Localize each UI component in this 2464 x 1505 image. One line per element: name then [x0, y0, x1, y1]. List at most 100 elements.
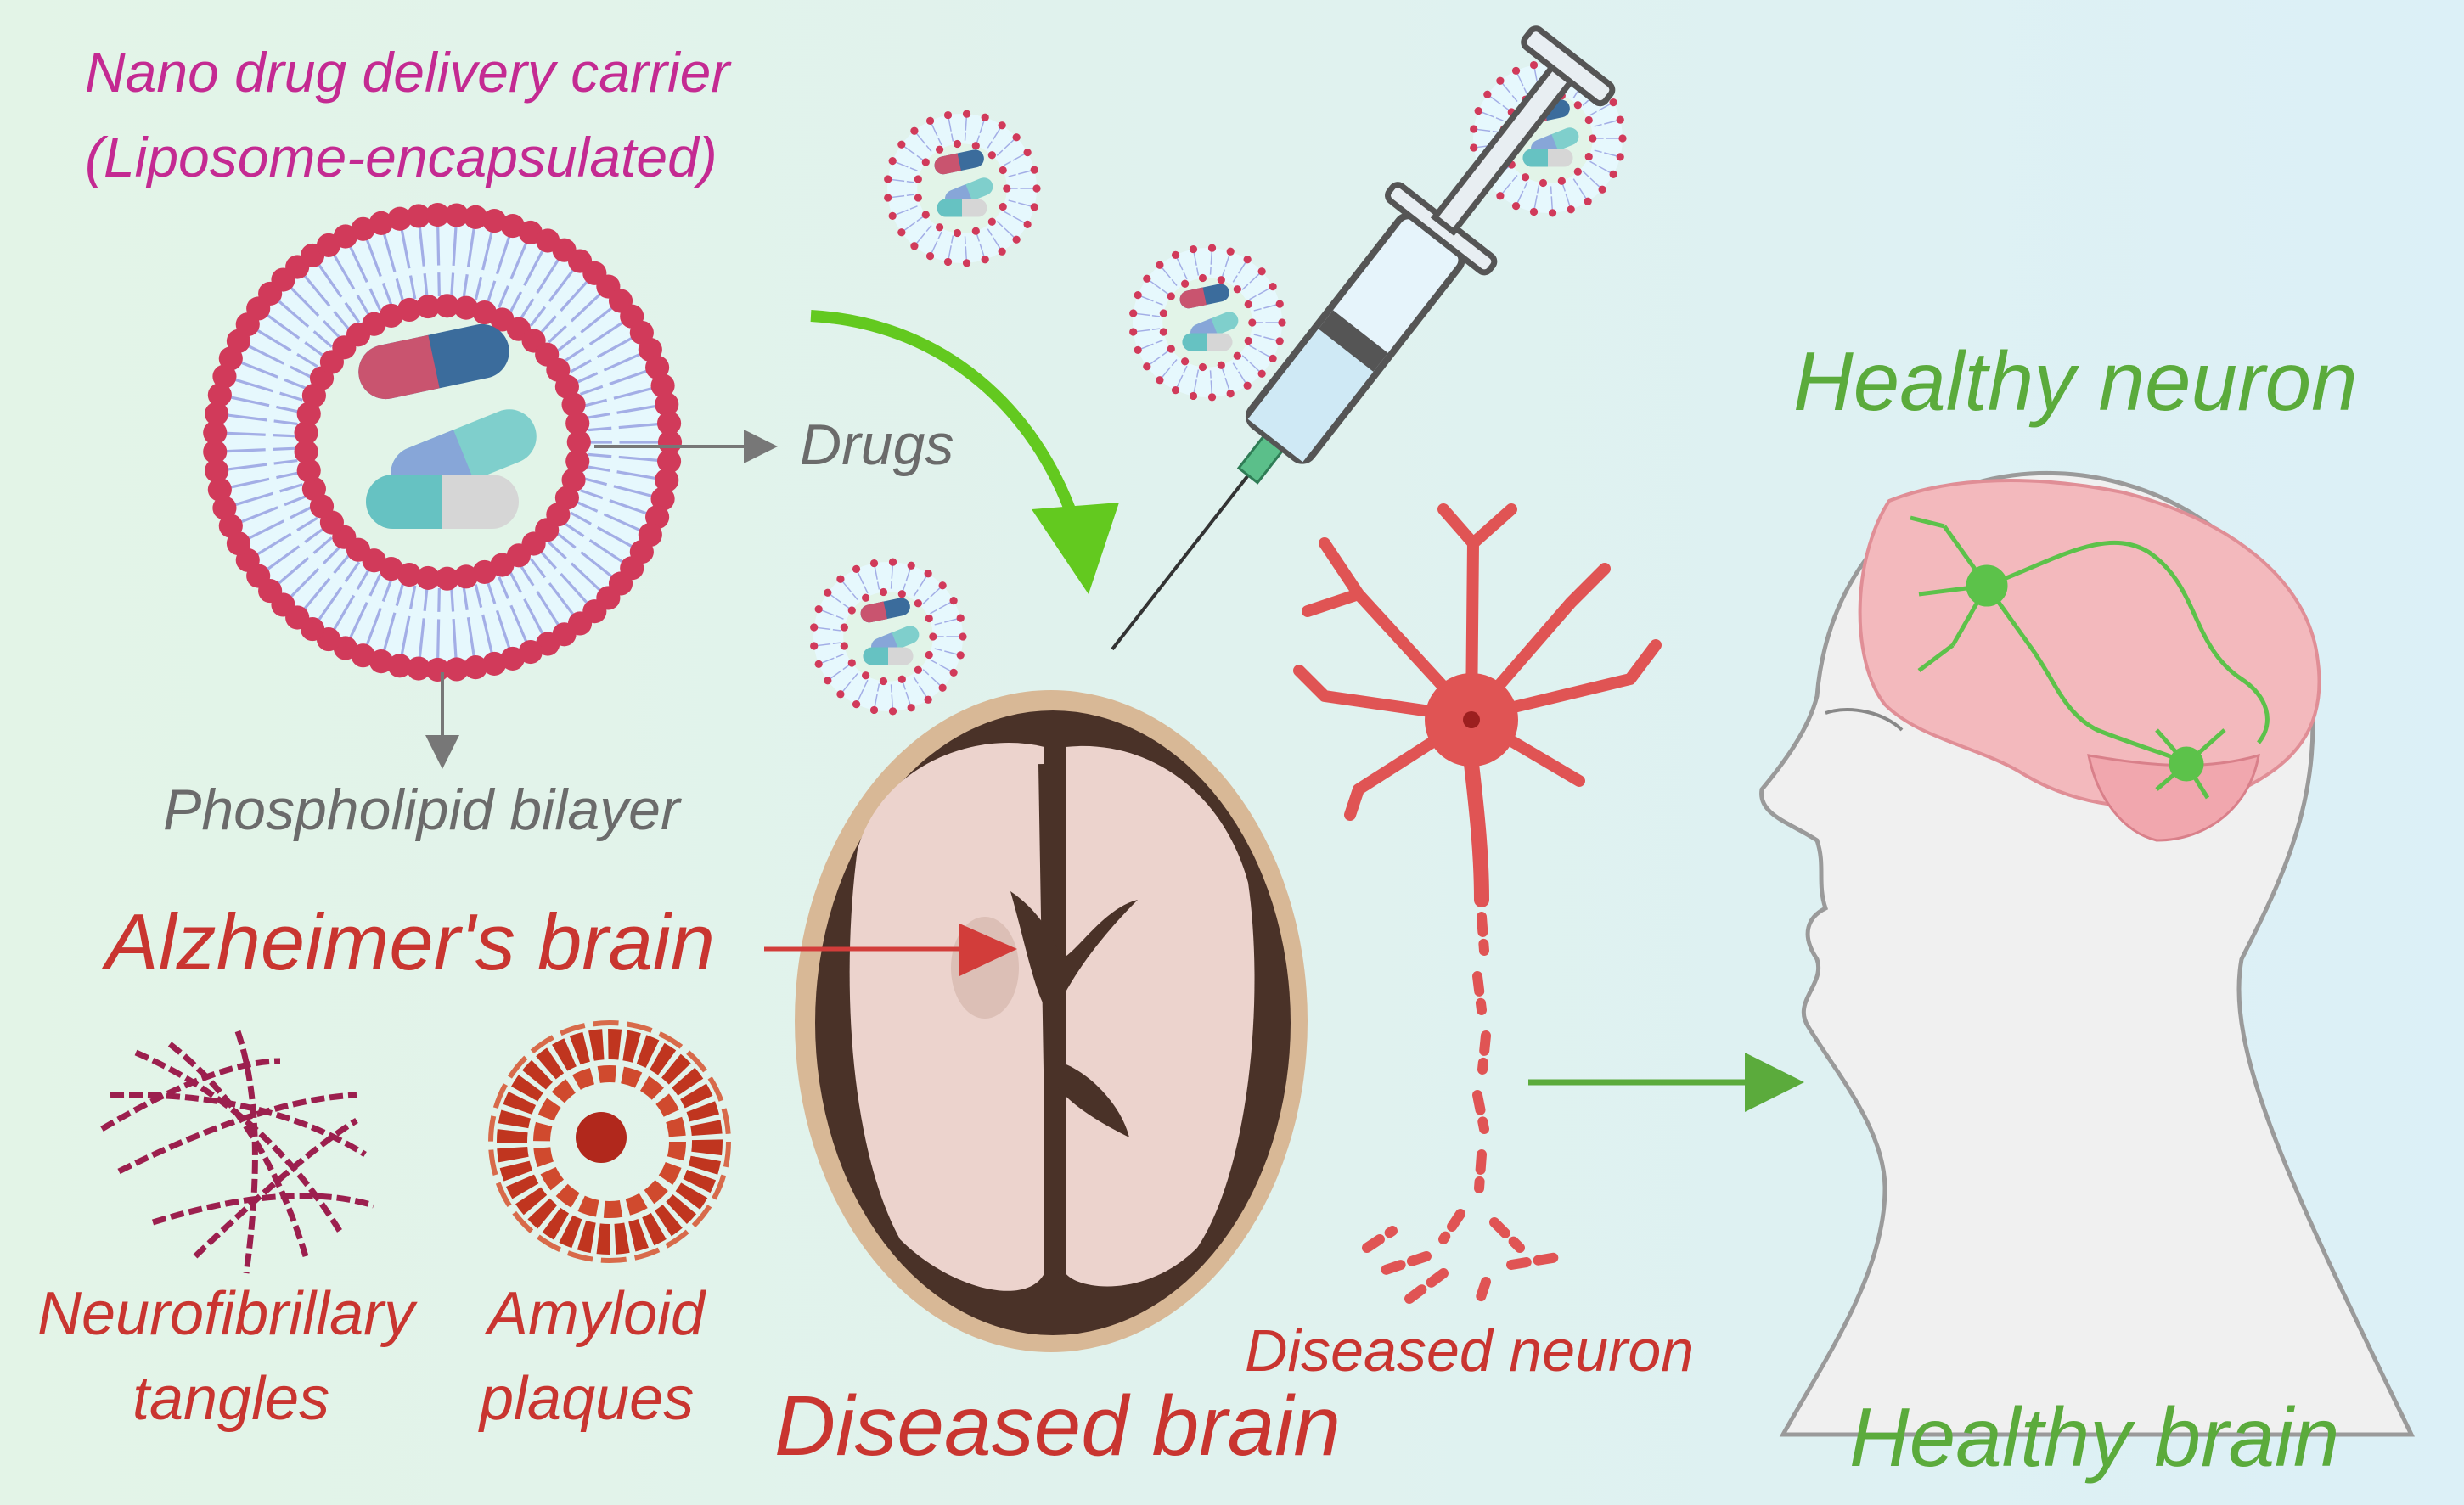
lipid-head	[921, 158, 930, 166]
lipid-head	[962, 259, 971, 267]
lipid-head	[655, 468, 679, 492]
tangle-fiber	[167, 1042, 309, 1258]
lipid-head	[897, 140, 906, 149]
diseased-brain-illustration	[795, 690, 1308, 1352]
lipid-head	[1156, 376, 1164, 385]
lipid-head	[1618, 134, 1627, 143]
lipid-head	[1244, 336, 1252, 345]
lipid-head	[949, 596, 958, 605]
lipid-head	[1539, 178, 1548, 188]
lipid-head	[935, 223, 944, 232]
lipid-head	[1521, 173, 1530, 182]
lipid-head	[207, 477, 232, 502]
healthy-head-illustration	[1759, 470, 2415, 1437]
lipid-head	[1243, 256, 1252, 264]
lipid-head	[1474, 106, 1482, 115]
lipid-head	[1189, 391, 1198, 401]
lipid-head	[406, 656, 431, 681]
lipid-head	[1573, 101, 1582, 110]
lipid-head	[914, 599, 922, 608]
lipid-head	[1589, 134, 1597, 143]
curved-green-arrow	[810, 310, 1119, 594]
lipid-head	[897, 228, 906, 237]
drug-capsules-icon	[860, 598, 920, 665]
liposome-group	[203, 59, 1627, 716]
lipid-head	[296, 402, 321, 426]
lipid-head	[1233, 351, 1241, 360]
lipid-head	[566, 430, 591, 455]
lipid-head	[1129, 328, 1138, 336]
lipid-head	[650, 373, 675, 398]
lipid-head	[435, 566, 459, 591]
plaques-label-line2: plaques	[480, 1365, 695, 1433]
lipid-head	[924, 695, 932, 704]
lipid-head	[1609, 98, 1617, 107]
lipid-head	[888, 707, 897, 716]
lipid-head	[1023, 148, 1032, 157]
small-liposome	[884, 110, 1041, 267]
lipid-head	[1217, 361, 1225, 369]
lipid-head	[1557, 177, 1566, 185]
lipid-head	[810, 642, 819, 650]
lipid-head	[1171, 386, 1180, 395]
lipid-head	[464, 205, 488, 229]
lipid-head	[914, 175, 922, 183]
lipid-head	[1023, 220, 1032, 229]
lipid-head	[444, 657, 469, 682]
lipid-head	[1584, 197, 1592, 205]
neurofibrillary-tangles-illustration	[100, 1030, 375, 1274]
lipid-head	[416, 565, 441, 590]
lipid-head	[1198, 362, 1207, 372]
lipid-head	[656, 411, 682, 435]
lipid-head	[1609, 170, 1617, 179]
lipid-head	[645, 355, 670, 379]
lipid-head	[1180, 279, 1190, 288]
lipid-head	[910, 126, 919, 135]
lipid-head	[1030, 166, 1038, 174]
lipid-head	[925, 116, 935, 125]
lipid-head	[971, 142, 980, 150]
lipid-head	[814, 660, 823, 669]
drug-capsules-icon	[358, 323, 537, 529]
lipid-head	[368, 649, 393, 674]
bilayer-label: Phospholipid bilayer	[163, 778, 680, 842]
lipid-head	[949, 668, 958, 677]
lipid-head	[296, 458, 321, 483]
lipid-head	[836, 575, 845, 583]
lipid-head	[1032, 184, 1041, 193]
lipid-head	[907, 704, 915, 712]
lipid-head	[879, 587, 888, 597]
lipid-head	[956, 614, 965, 622]
lipid-head	[1244, 300, 1252, 309]
lipid-head	[1616, 153, 1624, 161]
lipid-head	[840, 623, 848, 632]
lipid-head	[425, 202, 450, 227]
lipid-head	[1243, 381, 1252, 390]
tangles-label-line1: Neurofibrillary	[37, 1280, 415, 1348]
lipid-head	[810, 623, 819, 632]
lipid-head	[910, 242, 919, 250]
lipid-head	[1257, 369, 1266, 378]
lipid-head	[379, 303, 403, 328]
lipid-head	[1003, 184, 1011, 193]
lipid-head	[971, 227, 980, 235]
lipid-head	[1257, 267, 1266, 276]
lipid-head	[1567, 205, 1575, 214]
healthy-neuron-label: Healthy neuron	[1793, 334, 2358, 428]
lipid-head	[1167, 292, 1175, 300]
lipid-head	[656, 449, 682, 474]
lipid-head	[888, 211, 897, 221]
carrier-title-line2: (Liposome-encapsulated)	[85, 126, 717, 188]
lipid-head	[1129, 309, 1138, 317]
lipid-head	[207, 383, 232, 407]
lipid-head	[218, 514, 243, 538]
lipid-head	[981, 256, 989, 264]
healthy-brain-label: Healthy brain	[1849, 1390, 2340, 1484]
lipid-head	[869, 559, 879, 568]
lipid-head	[657, 430, 683, 455]
lipid-head	[1511, 66, 1521, 75]
lipid-head	[1134, 290, 1142, 300]
lipid-head	[1548, 209, 1557, 217]
lipid-head	[914, 194, 922, 202]
lipid-head	[500, 646, 525, 671]
